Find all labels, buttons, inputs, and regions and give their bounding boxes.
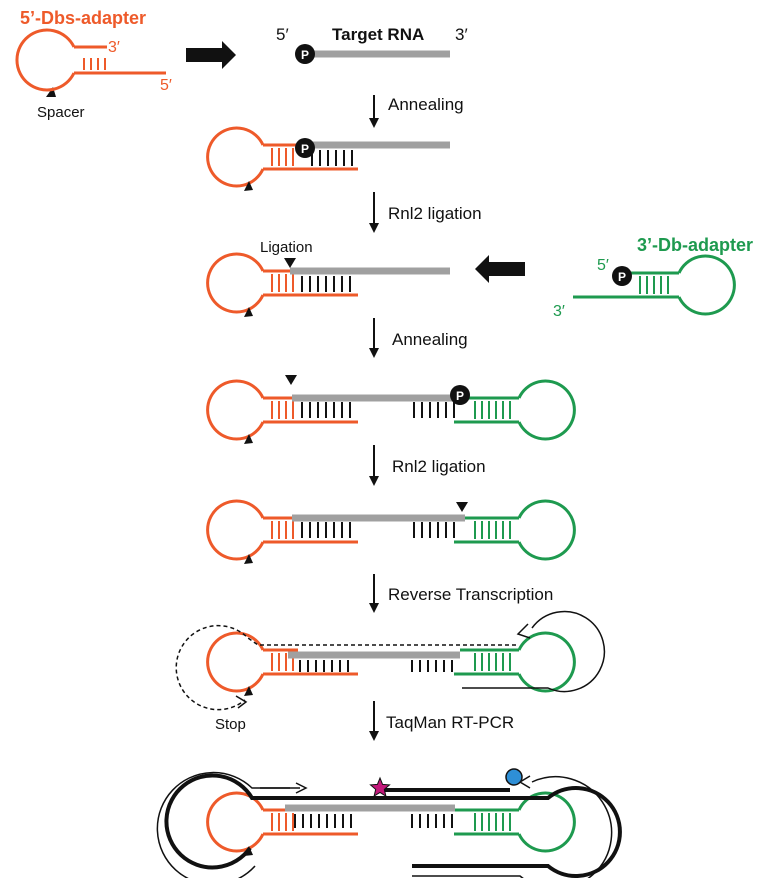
pcr-strand-right-thick <box>412 786 622 878</box>
phosphate-label: P <box>618 270 626 284</box>
adapter5-loop <box>206 631 265 693</box>
reporter-star <box>369 776 391 798</box>
spacer-marker <box>244 181 253 191</box>
phosphate-marker <box>612 266 632 286</box>
adapter5-standalone: 5’-Dbs-adapter 3′ 5′ Spacer <box>15 8 172 121</box>
pcr-strand-left-thick <box>164 773 290 870</box>
target-rna-standalone: 5′ Target RNA 3′ P <box>276 25 468 64</box>
step-arrow-head-3 <box>369 348 379 358</box>
adapter3-3prime-label: 3′ <box>553 303 565 320</box>
forward-primer-arrowhead <box>295 782 308 794</box>
step-ligation-1: Rnl2 ligation <box>388 204 482 223</box>
ligation-marker-2 <box>285 375 297 385</box>
adapter5-loop <box>206 791 265 853</box>
pcr-strand-left-thin <box>156 771 290 883</box>
step-arrow-head-1 <box>369 118 379 128</box>
rna-3prime-label: 3′ <box>455 25 468 44</box>
adapter3-loop <box>517 379 576 441</box>
spacer-marker <box>244 686 253 696</box>
adapter3-loop <box>517 631 576 693</box>
adapter5-loop <box>15 28 76 92</box>
rt-primer-arrowhead <box>516 623 531 639</box>
phosphate-label: P <box>301 48 309 62</box>
ligation-marker-1 <box>284 258 296 268</box>
construct-rows: PP <box>156 126 622 883</box>
row-reverse-transcription <box>175 610 606 711</box>
step-arrow-head-6 <box>369 731 379 741</box>
adapter3-standalone: 3’-Db-adapter 5′ 3′ P <box>475 235 753 320</box>
ligation-label: Ligation <box>260 239 313 256</box>
step-arrow-head-4 <box>369 476 379 486</box>
step-arrows <box>369 95 379 741</box>
row-taqman <box>156 768 622 883</box>
pcr-strand-right-thin <box>412 776 613 883</box>
rna-5prime-label: 5′ <box>276 25 289 44</box>
adapter5-loop <box>206 126 265 188</box>
row-annealed: P <box>206 126 450 191</box>
adapter3-loop <box>677 254 736 316</box>
big-arrow-right <box>186 41 236 69</box>
adapter5-loop <box>206 252 265 314</box>
row-annealed-3: P <box>206 375 576 444</box>
adapter3-loop <box>517 791 576 853</box>
row-ligated-5 <box>206 252 450 317</box>
adapter5-stem-ticks <box>83 58 106 70</box>
phosphate-marker <box>295 138 315 158</box>
adapter5-loop <box>206 379 265 441</box>
step-arrow-head-5 <box>369 603 379 613</box>
spacer-marker <box>244 554 253 564</box>
phosphate-label: P <box>301 142 309 156</box>
adapter5-5prime-label: 5′ <box>160 77 172 94</box>
adapter3-5prime-label: 5′ <box>597 257 609 274</box>
big-arrow-left <box>475 255 525 283</box>
spacer-marker <box>244 307 253 317</box>
quencher-dot <box>505 768 523 786</box>
cdna-dashed-arrowhead <box>235 695 248 709</box>
step-taqman: TaqMan RT-PCR <box>386 713 514 732</box>
phosphate-marker <box>295 44 315 64</box>
adapter3-title: 3’-Db-adapter <box>637 235 753 255</box>
adapter3-loop <box>517 499 576 561</box>
adapter5-title: 5’-Dbs-adapter <box>20 8 146 28</box>
stop-label: Stop <box>215 716 246 733</box>
adapter5-3prime-label: 3′ <box>108 39 120 56</box>
step-annealing-2: Annealing <box>392 330 468 349</box>
phosphate-marker <box>450 385 470 405</box>
adapter5-loop <box>206 499 265 561</box>
row-ligated-3 <box>206 499 576 564</box>
spacer-marker <box>244 434 253 444</box>
phosphate-label: P <box>456 389 464 403</box>
step-annealing-1: Annealing <box>388 95 464 114</box>
cdna-dashed <box>175 624 516 711</box>
rna-title: Target RNA <box>332 25 424 44</box>
spacer-label: Spacer <box>37 104 85 121</box>
ligation-marker-3 <box>456 502 468 512</box>
rt-primer <box>462 610 606 693</box>
step-ligation-2: Rnl2 ligation <box>392 457 486 476</box>
step-reverse-transcription: Reverse Transcription <box>388 585 553 604</box>
step-arrow-head-2 <box>369 223 379 233</box>
